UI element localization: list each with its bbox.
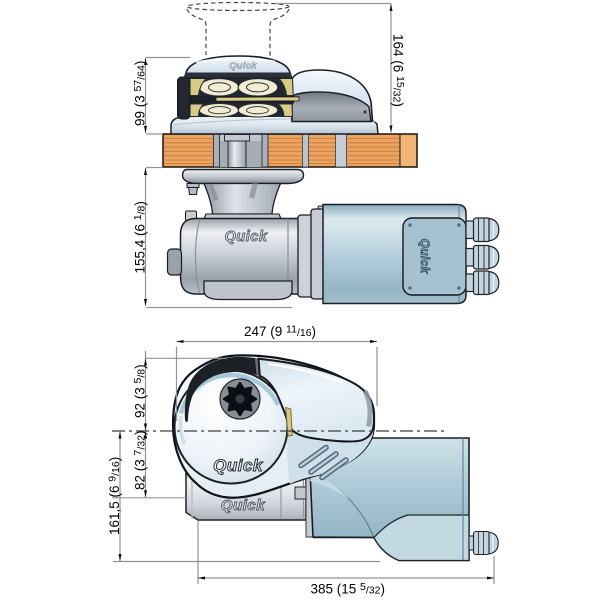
svg-text:92 (3 5/8): 92 (3 5/8) (132, 364, 148, 418)
svg-text:Quick: Quick (213, 456, 264, 475)
svg-text:164 (6 15/32): 164 (6 15/32) (391, 34, 407, 107)
svg-text:82 (3 7/32): 82 (3 7/32) (132, 431, 148, 490)
svg-text:247 (9 11/16): 247 (9 11/16) (244, 324, 316, 340)
svg-text:Quick: Quick (225, 229, 268, 245)
svg-text:161,5 (6 9/16): 161,5 (6 9/16) (107, 457, 123, 535)
svg-text:99 (3 57/64): 99 (3 57/64) (132, 61, 148, 126)
svg-text:155,4 (6 1/8): 155,4 (6 1/8) (132, 201, 148, 273)
svg-text:Quick: Quick (221, 497, 265, 514)
svg-text:Quick: Quick (418, 239, 432, 275)
svg-text:Quick: Quick (229, 61, 257, 72)
svg-text:385 (15 5/32): 385 (15 5/32) (311, 581, 386, 597)
